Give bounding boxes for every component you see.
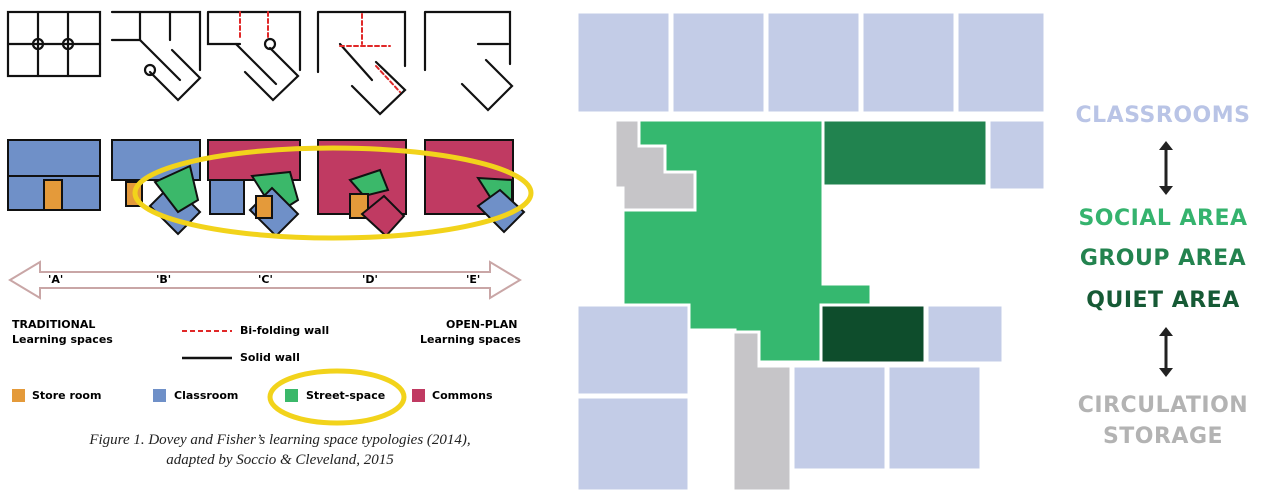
classroom-bottom-2 [886,364,983,472]
open-plan-subtitle: Learning spaces [420,333,521,346]
circulation-label: CIRCULATION [1077,393,1249,418]
plan-d-bifold [339,13,401,93]
typology-scale-arrow [8,260,522,300]
group-area-label: GROUP AREA [1079,246,1247,271]
commons-label: Commons [432,389,493,402]
storage-label: STORAGE [1102,424,1224,449]
classroom-top-5 [955,10,1047,115]
traditional-title: TRADITIONAL [12,318,96,331]
street-space-swatch [285,389,298,402]
classroom-top-2 [670,10,767,115]
classroom-swatch [153,389,166,402]
classroom-top-3 [765,10,862,115]
plan-c-bifold [239,11,269,41]
wall-plans-row [6,10,514,116]
plan-c-walls [206,10,302,102]
classroom-top-1 [575,10,672,115]
scale-label-b: 'B' [156,273,172,286]
typologies-drawing [6,10,534,426]
floor-plan [575,0,1055,495]
scale-label-e: 'E' [466,273,481,286]
traditional-subtitle: Learning spaces [12,333,113,346]
open-plan-title: OPEN-PLAN [446,318,518,331]
scale-label-a: 'A' [48,273,64,286]
street-space-label: Street-space [306,389,386,402]
updown-arrow-icon-bottom [1159,327,1173,377]
store-room-swatch [12,389,25,402]
classroom-mid-right [925,303,1005,365]
scale-label-d: 'D' [362,273,378,286]
classroom-top-4 [860,10,957,115]
commons-swatch [412,389,425,402]
quiet-area-label: QUIET AREA [1086,288,1240,313]
plan-d-walls [316,10,407,116]
classroom-bottom-1 [791,364,888,472]
social-area [621,118,873,364]
group-area [821,118,989,188]
store-room-label: Store room [32,389,102,402]
updown-arrow-icon-top [1159,141,1173,195]
floor-plan-drawing [575,10,1047,493]
legend-highlight-ellipse [267,368,407,426]
plan-b-walls [110,10,202,102]
bifolding-wall-label: Bi-folding wall [240,324,330,337]
figure-caption-line2: adapted by Soccio & Cleveland, 2015 [166,452,394,468]
scale-label-c: 'C' [258,273,273,286]
street-highlight-ellipse [132,145,534,241]
plan-a-store [43,179,63,211]
plan-b-street [153,164,200,214]
plan-a-walls [6,10,102,78]
quiet-area [819,303,927,365]
classroom-right [987,118,1047,192]
classroom-label: Classroom [174,389,238,402]
plan-e-walls [423,10,514,112]
classroom-left-2 [575,395,691,493]
solid-wall-label: Solid wall [240,351,300,364]
colour-plans-row [7,139,526,238]
typologies-figure: 'A' 'B' 'C' 'D' 'E' TRADITIONAL Learning… [0,0,560,495]
figure-caption-line1: Figure 1. Dovey and Fisher’s learning sp… [89,432,471,448]
plan-d-street [348,168,390,198]
classrooms-label: CLASSROOMS [1075,103,1251,128]
social-area-label: SOCIAL AREA [1078,206,1248,231]
classroom-left-1 [575,303,691,397]
circulation-lower [731,330,793,493]
